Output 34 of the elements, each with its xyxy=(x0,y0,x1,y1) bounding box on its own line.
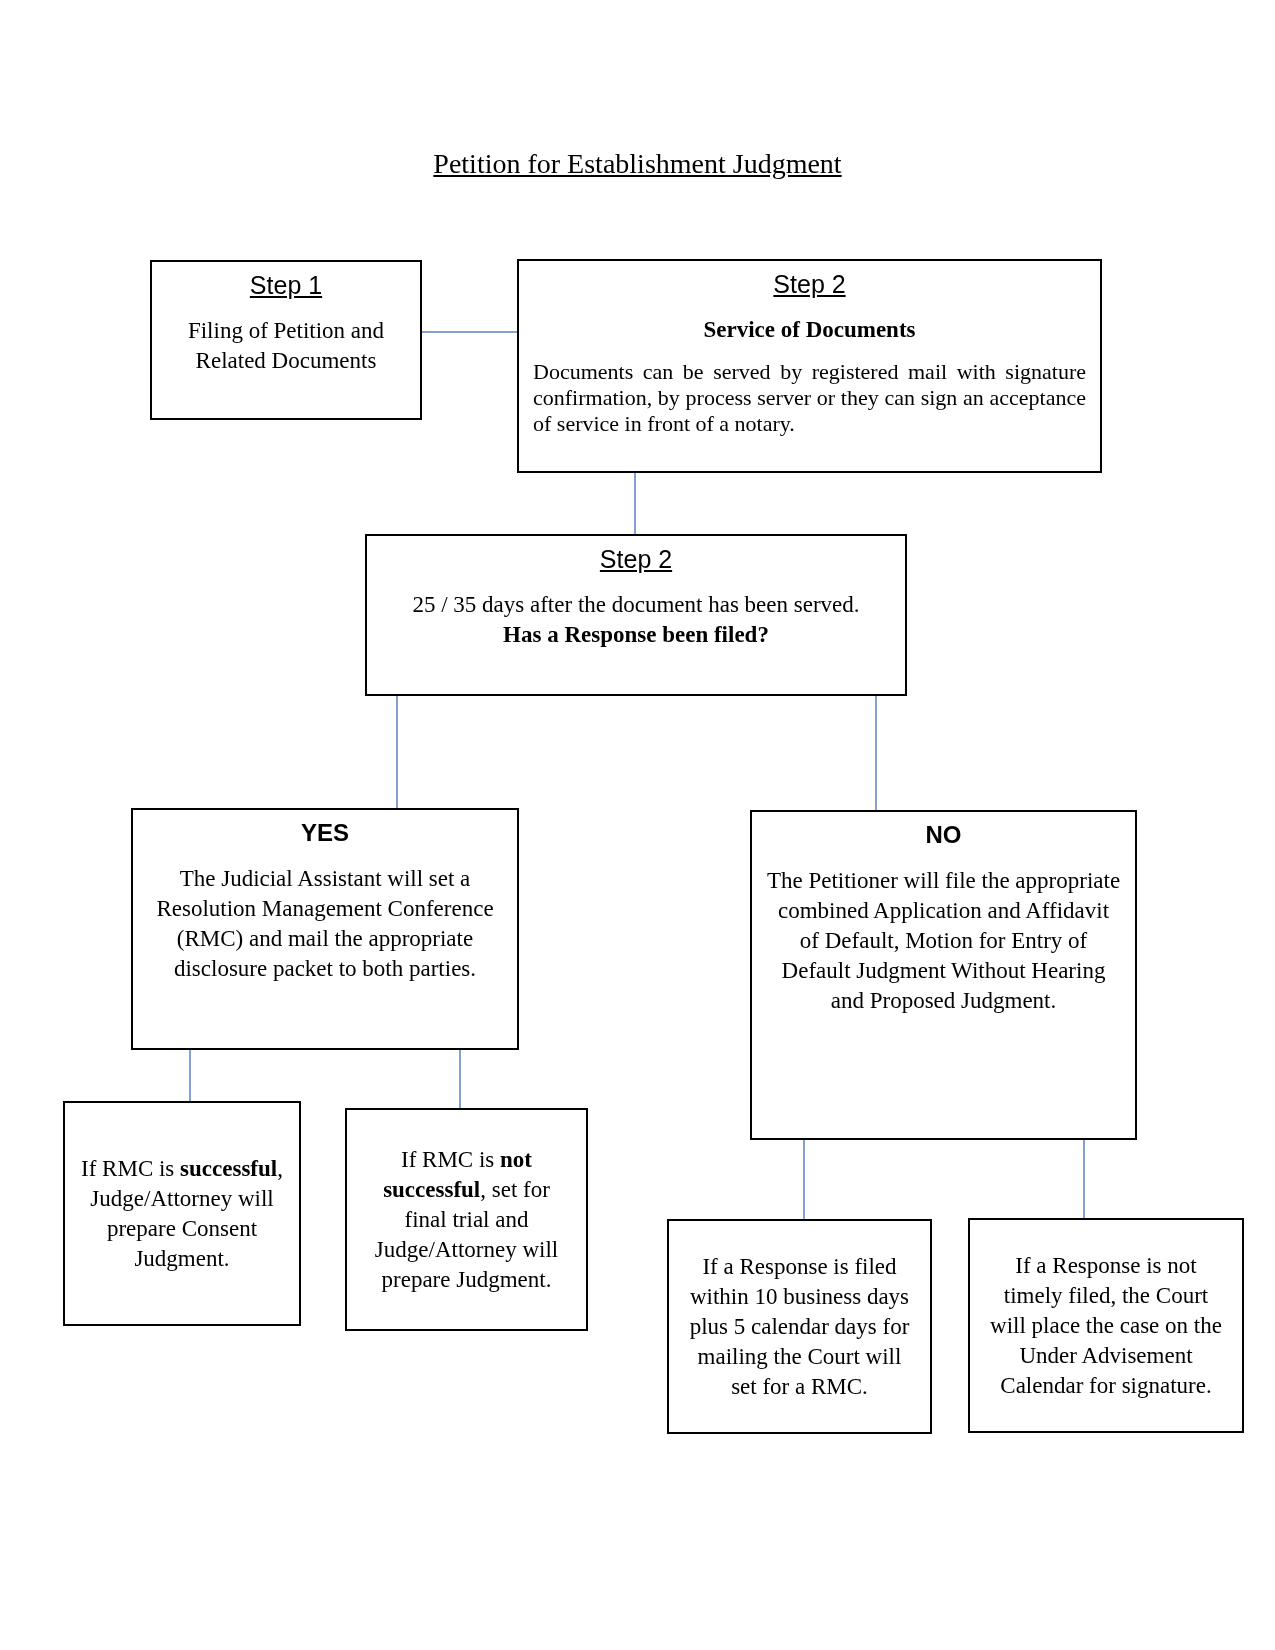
box-heading: Has a Response been filed? xyxy=(503,621,769,649)
connector-line xyxy=(875,695,877,811)
connector-line xyxy=(396,695,398,809)
step-heading: Step 2 xyxy=(599,544,673,574)
box-body: Filing of Petition and Related Documents xyxy=(186,317,386,375)
process-box xyxy=(131,808,519,1050)
process-box xyxy=(517,259,1102,473)
box-heading: Service of Documents xyxy=(703,316,916,344)
branch-heading: YES xyxy=(301,818,349,848)
connector-line xyxy=(189,1049,191,1102)
connector-line xyxy=(803,1139,805,1220)
process-box xyxy=(150,260,422,420)
connector-line xyxy=(634,472,636,535)
process-box xyxy=(667,1219,932,1434)
box-body: If a Response is filed within 10 business days plus 5 calendar days for mailing the Court will set for a RMC. xyxy=(688,1252,911,1401)
step-heading: Step 2 xyxy=(773,269,846,299)
branch-heading: NO xyxy=(925,820,962,850)
box-body: 25 / 35 days after the document has been served. xyxy=(412,591,860,619)
box-body: Documents can be served by registered mail with signature confirmation, by process server or they can sign an acceptance of service in front of a notary. xyxy=(533,359,1086,437)
box-body: If RMC is not successful, set for final trial and Judge/Attorney will prepare Judgment. xyxy=(373,1145,560,1294)
process-box xyxy=(365,534,907,696)
connector-line xyxy=(1083,1139,1085,1219)
step-heading: Step 1 xyxy=(249,270,323,300)
box-body: If a Response is not timely filed, the Court will place the case on the Under Advisement Calendar for signature. xyxy=(989,1251,1223,1400)
box-body: The Judicial Assistant will set a Resolution Management Conference (RMC) and mail the appropriate disclosure packet to both parties. xyxy=(155,865,495,983)
connector-line xyxy=(421,331,518,333)
box-body: The Petitioner will file the appropriate combined Application and Affidavit of Default, Motion for Entry of Default Judgment Without Hearing and Proposed Judgment. xyxy=(766,867,1121,1015)
connector-line xyxy=(459,1049,461,1109)
process-box xyxy=(63,1101,301,1326)
process-box xyxy=(345,1108,588,1331)
diagram-title: Petition for Establishment Judgment xyxy=(432,148,843,180)
box-body: If RMC is successful, Judge/Attorney will prepare Consent Judgment. xyxy=(80,1154,284,1273)
process-box xyxy=(750,810,1137,1140)
process-box xyxy=(968,1218,1244,1433)
